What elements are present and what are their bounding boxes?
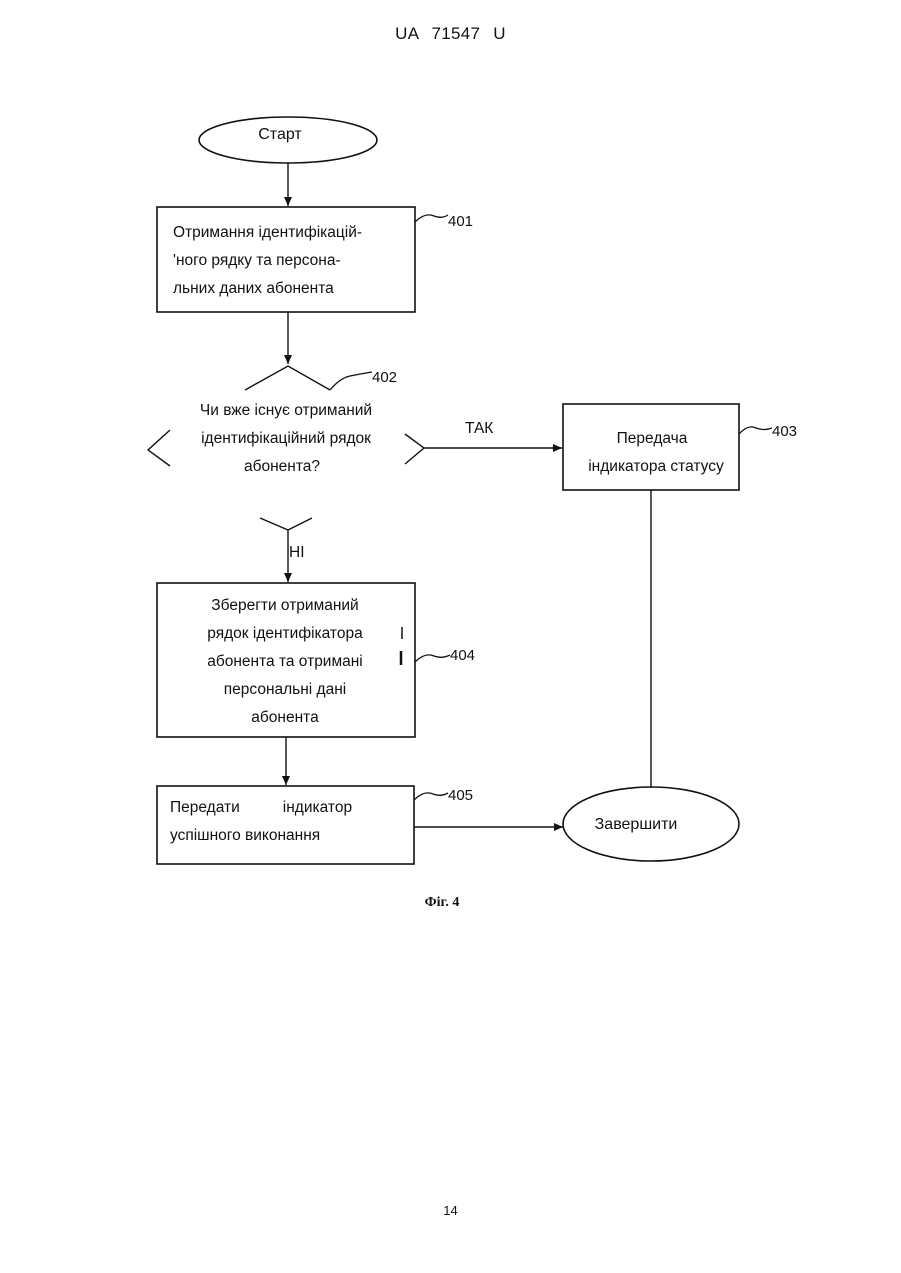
figure-caption: Фіг. 4	[425, 895, 460, 910]
start-label: Старт	[258, 126, 302, 143]
leader-402	[330, 372, 372, 390]
ref-403: 403	[772, 423, 797, 440]
step-404-line-1: Зберегти отриманий	[211, 597, 358, 614]
process-box-401: Отримання ідентифікацій- 'ного рядку та …	[157, 207, 415, 312]
step-403-line-2: індикатора статусу	[588, 458, 724, 475]
decision-402-line-1: Чи вже існує отриманий	[200, 402, 372, 419]
decision-402: Чи вже існує отриманий ідентифікаційний …	[148, 366, 424, 530]
end-terminal: Завершити	[563, 787, 739, 861]
ref-404: 404	[450, 647, 475, 664]
ref-405: 405	[448, 787, 473, 804]
ref-402: 402	[372, 369, 397, 386]
decision-402-line-3: абонента?	[244, 458, 320, 475]
start-terminal: Старт	[199, 117, 377, 163]
ref-401: 401	[448, 213, 473, 230]
end-label: Завершити	[595, 816, 678, 833]
no-label: НІ	[289, 544, 305, 561]
step-404-line-2: рядок ідентифікатора	[207, 625, 363, 642]
leader-401	[415, 215, 448, 222]
step-401-line-1: Отримання ідентифікацій-	[173, 224, 362, 241]
step-405-line-1: Передати індикатор	[170, 799, 352, 816]
yes-label: ТАК	[465, 420, 493, 437]
process-box-404: Зберегти отриманий рядок ідентифікатора …	[157, 583, 415, 737]
step-404-line-3: абонента та отримані	[207, 653, 363, 670]
leader-405	[414, 793, 448, 800]
step-401-line-3: льних даних абонента	[173, 280, 334, 297]
process-box-405: Передати індикатор успішного виконання	[157, 786, 414, 864]
leader-403	[739, 427, 772, 434]
step-404-line-5: абонента	[251, 709, 319, 726]
step-404-line-4: персональні дані	[224, 681, 346, 698]
leader-404	[415, 655, 450, 662]
step-403-line-1: Передача	[617, 430, 688, 447]
page-number: 14	[0, 1203, 901, 1218]
decision-402-line-2: ідентифікаційний рядок	[201, 430, 371, 447]
step-405-line-2: успішного виконання	[170, 827, 320, 844]
process-box-403: Передача індикатора статусу	[563, 404, 739, 490]
step-401-line-2: 'ного рядку та персона-	[173, 252, 341, 269]
